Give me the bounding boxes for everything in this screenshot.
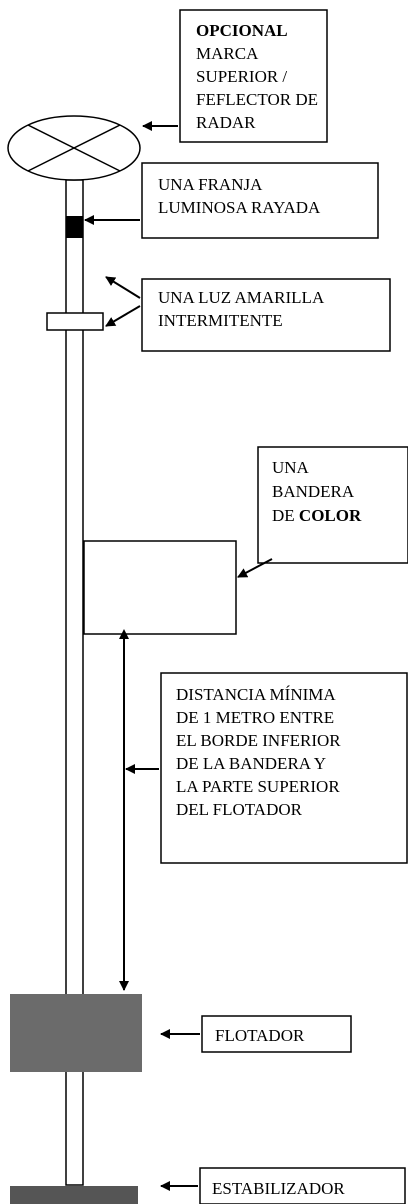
yellow-light: [46, 312, 104, 331]
colored-flag-prefix: DE: [272, 506, 299, 525]
arrow-yellow-light-down: [105, 305, 141, 327]
colored-flag-bold: COLOR: [299, 506, 362, 525]
optional-topmark-box: [179, 9, 328, 143]
radar-reflector-icon: [7, 115, 141, 181]
luminous-band-line-2: LUMINOSA RAYADA: [158, 198, 321, 217]
min-distance-line-3: EL BORDE INFERIOR: [176, 731, 341, 750]
float-label: FLOTADOR: [215, 1026, 305, 1045]
min-distance-line-1: DISTANCIA MÍNIMA: [176, 685, 336, 704]
luminous-band-line-1: UNA FRANJA: [158, 175, 263, 194]
optional-topmark-line-1: MARCA: [196, 44, 259, 63]
min-distance-line-6: DEL FLOTADOR: [176, 800, 303, 819]
min-distance-box: [160, 672, 408, 864]
yellow-light-line-1: UNA LUZ AMARILLA: [158, 288, 325, 307]
float-box: [201, 1015, 352, 1053]
stabilizer-label: ESTABILIZADOR: [212, 1179, 345, 1198]
colored-flag-line-3: DE COLOR: [272, 506, 362, 525]
min-distance-line-5: LA PARTE SUPERIOR: [176, 777, 340, 796]
stabilizer-block: [10, 1186, 138, 1204]
yellow-light-line-2: INTERMITENTE: [158, 311, 283, 330]
min-distance-line-4: DE LA BANDERA Y: [176, 754, 326, 773]
colored-flag-box: [257, 446, 408, 564]
colored-flag-line-2: BANDERA: [272, 482, 355, 501]
colored-flag: [83, 540, 237, 635]
arrow-yellow-light-up: [105, 276, 141, 299]
optional-topmark-line-3: FEFLECTOR DE: [196, 90, 318, 109]
optional-topmark-bold: OPCIONAL: [196, 21, 288, 40]
yellow-light-box: [141, 278, 391, 352]
optional-topmark-line-4: RADAR: [196, 113, 256, 132]
arrow-colored-flag: [237, 558, 273, 578]
luminous-band: [66, 216, 83, 238]
min-distance-line-2: DE 1 METRO ENTRE: [176, 708, 334, 727]
colored-flag-line-1: UNA: [272, 458, 310, 477]
optional-topmark-line-2: SUPERIOR /: [196, 67, 287, 86]
luminous-band-box: [141, 162, 379, 239]
float-block: [10, 994, 142, 1072]
stabilizer-box: [199, 1167, 406, 1204]
